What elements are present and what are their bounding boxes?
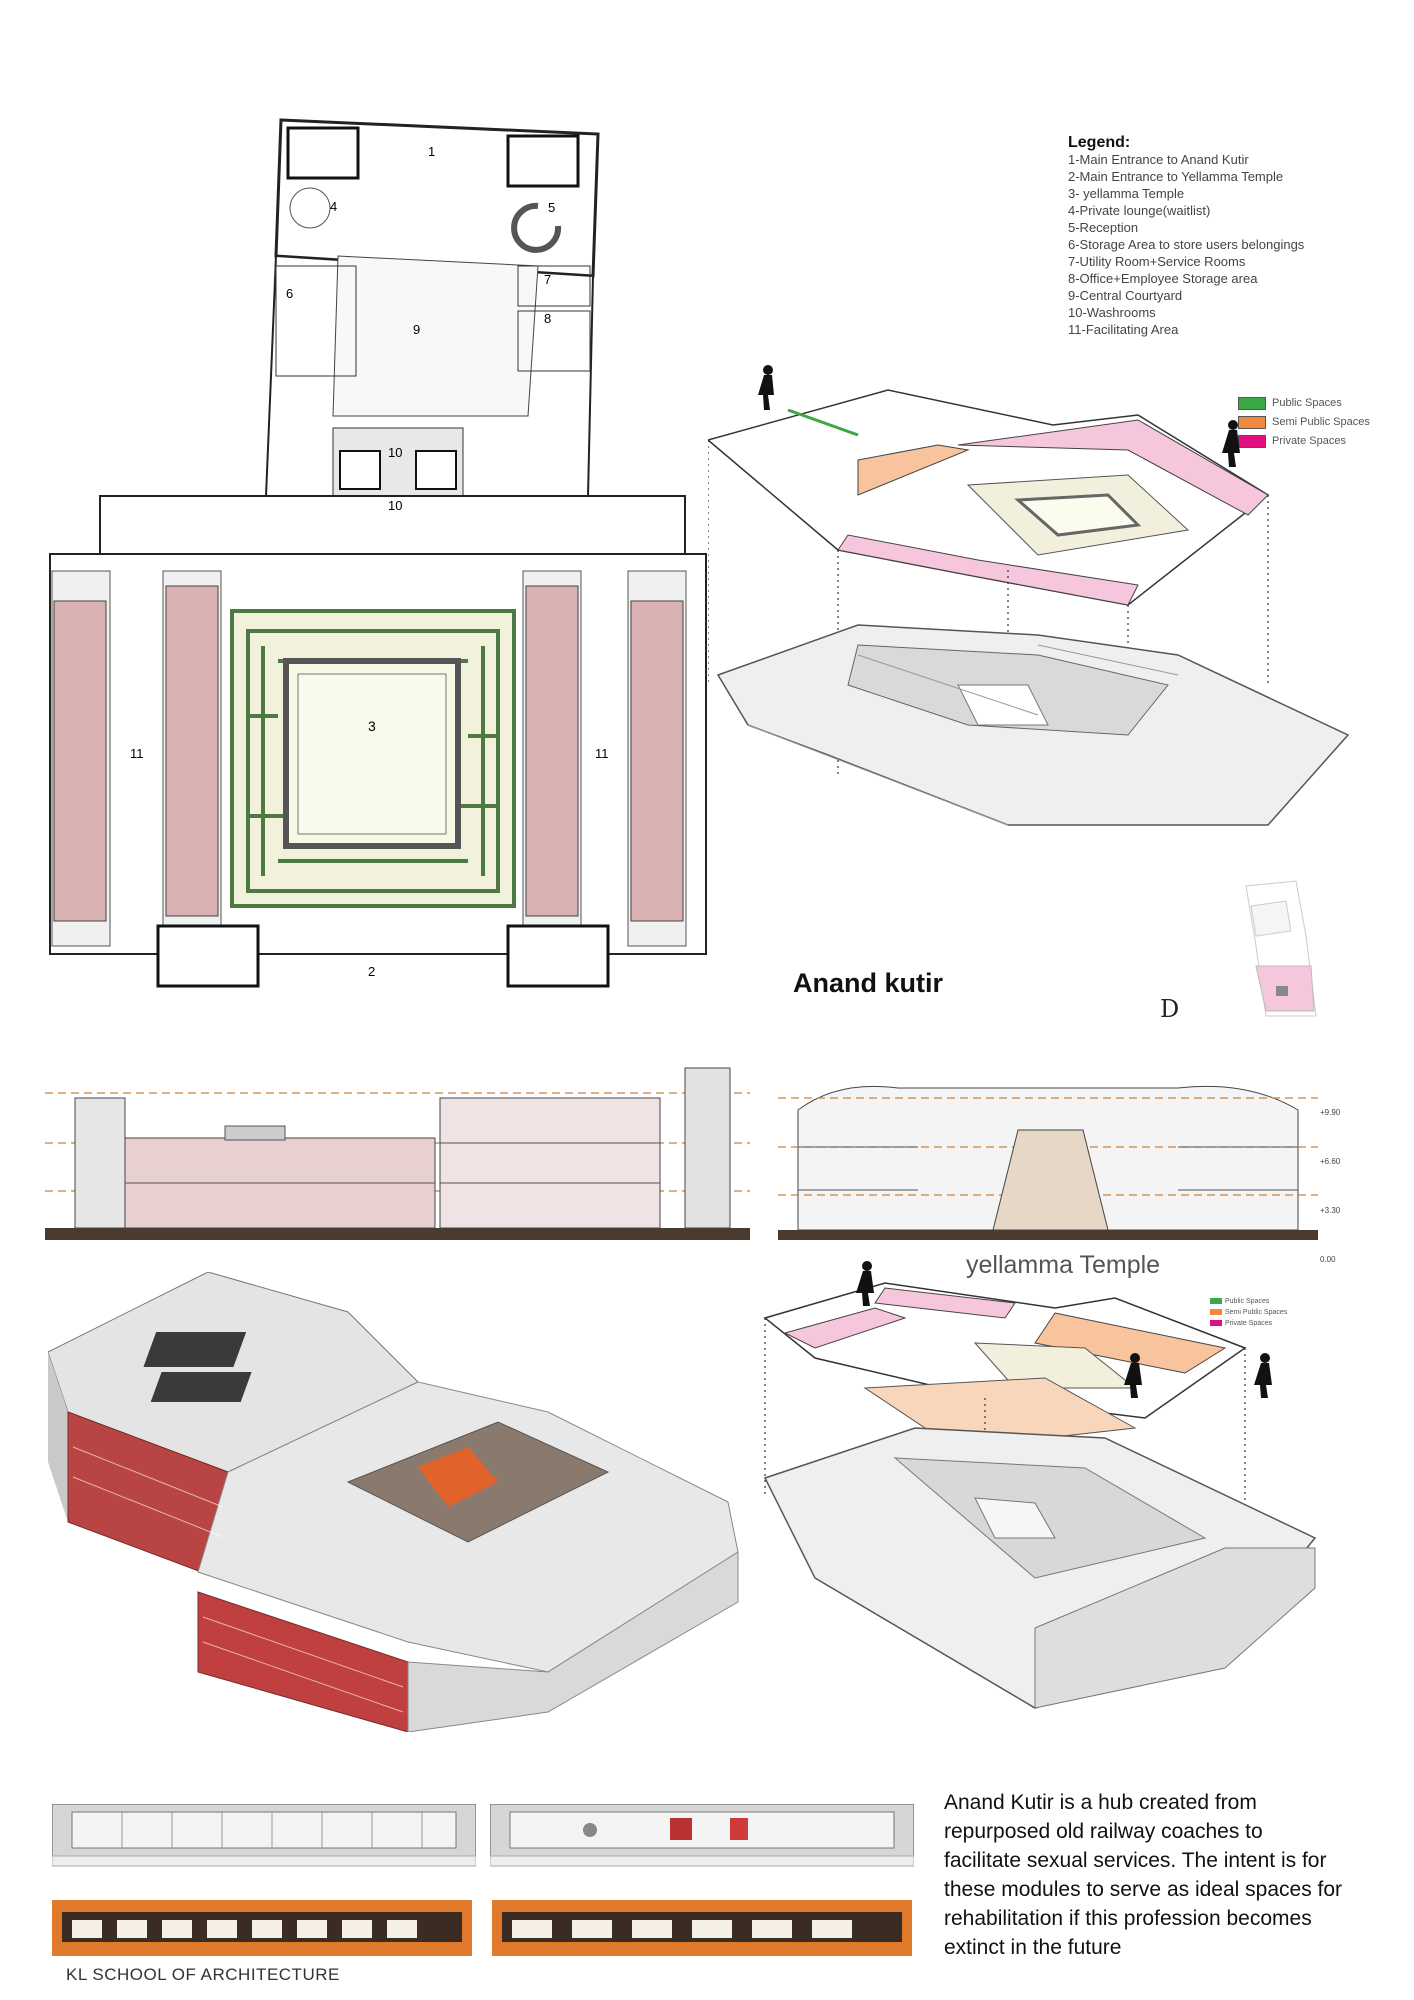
legend-item: 7-Utility Room+Service Rooms xyxy=(1068,254,1246,269)
section-marker: D xyxy=(1160,995,1180,1023)
zone-swatch-private xyxy=(1238,434,1266,448)
zone-swatch-semi-public-small xyxy=(1210,1309,1222,1316)
zone-label-private-small: Private Spaces xyxy=(1225,1320,1273,1327)
zone-label-semi-public: Semi Public Spaces xyxy=(1272,416,1370,428)
legend-item: 10-Washrooms xyxy=(1068,305,1156,320)
level-label: +9.90 xyxy=(1320,1108,1341,1117)
zone-swatch-semi-public xyxy=(1238,415,1266,429)
zone-swatch-public xyxy=(1238,396,1266,410)
plan-label-5: 5 xyxy=(548,200,555,215)
project-title: Anand kutir xyxy=(793,968,944,998)
section-left xyxy=(45,1067,750,1240)
legend-title: Legend: xyxy=(1068,134,1131,151)
coach-plan-right xyxy=(490,1804,914,1867)
legend-item: 11-Facilitating Area xyxy=(1068,322,1179,337)
plan-label-11b: 11 xyxy=(595,746,609,761)
zone-swatch-private-small xyxy=(1210,1320,1222,1327)
plan-label-1: 1 xyxy=(428,144,435,159)
project-description: Anand Kutir is a hub created from repurp… xyxy=(944,1791,1343,1959)
legend-item: 1-Main Entrance to Anand Kutir xyxy=(1068,152,1249,167)
plan-label-10b: 10 xyxy=(388,498,402,513)
legend: Legend: 1-Main Entrance to Anand Kutir 2… xyxy=(1068,134,1398,338)
level-markers: +9.90 +6.60 +3.30 0.00 xyxy=(1320,1088,1340,1284)
key-plan-thumbnail xyxy=(1245,880,1317,1017)
axonometric-render xyxy=(48,1272,739,1732)
level-label: +3.30 xyxy=(1320,1206,1341,1215)
plan-label-10a: 10 xyxy=(388,445,402,460)
exploded-axonometric-bottom xyxy=(763,1261,1317,1709)
legend-item: 9-Central Courtyard xyxy=(1068,288,1183,303)
legend-item: 4-Private lounge(waitlist) xyxy=(1068,203,1211,218)
zone-label-semi-public-small: Semi Public Spaces xyxy=(1225,1309,1288,1316)
legend-item: 2-Main Entrance to Yellamma Temple xyxy=(1068,169,1284,184)
legend-item: 3- yellamma Temple xyxy=(1068,186,1185,201)
plan-label-11a: 11 xyxy=(130,746,144,761)
school-name: KL SCHOOL OF ARCHITECTURE xyxy=(66,1965,340,1984)
legend-item: 8-Office+Employee Storage area xyxy=(1068,271,1258,286)
plan-label-8: 8 xyxy=(544,311,551,326)
level-label: +6.60 xyxy=(1320,1157,1341,1166)
legend-item: 5-Reception xyxy=(1068,220,1139,235)
zone-swatch-public-small xyxy=(1210,1298,1222,1305)
zone-key-bottom: Public Spaces Semi Public Spaces Private… xyxy=(1210,1296,1287,1329)
zone-label-public: Public Spaces xyxy=(1272,397,1342,409)
plan-label-4: 4 xyxy=(330,199,337,214)
zone-label-private: Private Spaces xyxy=(1272,435,1346,447)
zone-label-public-small: Public Spaces xyxy=(1225,1298,1270,1305)
coach-section-right xyxy=(492,1900,912,1956)
plan-label-9: 9 xyxy=(413,322,420,337)
coach-plan-left xyxy=(52,1804,476,1867)
section-title: yellamma Temple xyxy=(966,1251,1161,1279)
exploded-axonometric-top xyxy=(708,365,1350,826)
legend-item: 6-Storage Area to store users belongings xyxy=(1068,237,1305,252)
plan-label-7: 7 xyxy=(544,272,551,287)
section-temple xyxy=(778,1085,1318,1240)
plan-label-6: 6 xyxy=(286,286,293,301)
zone-key-top: Public Spaces Semi Public Spaces Private… xyxy=(1238,394,1370,451)
plan-label-2: 2 xyxy=(368,964,375,979)
level-label: 0.00 xyxy=(1320,1255,1336,1264)
floor-plan: 1 2 3 4 5 6 7 8 9 10 10 11 11 xyxy=(49,118,707,988)
plan-label-3: 3 xyxy=(368,718,376,734)
coach-section-left xyxy=(52,1900,472,1956)
